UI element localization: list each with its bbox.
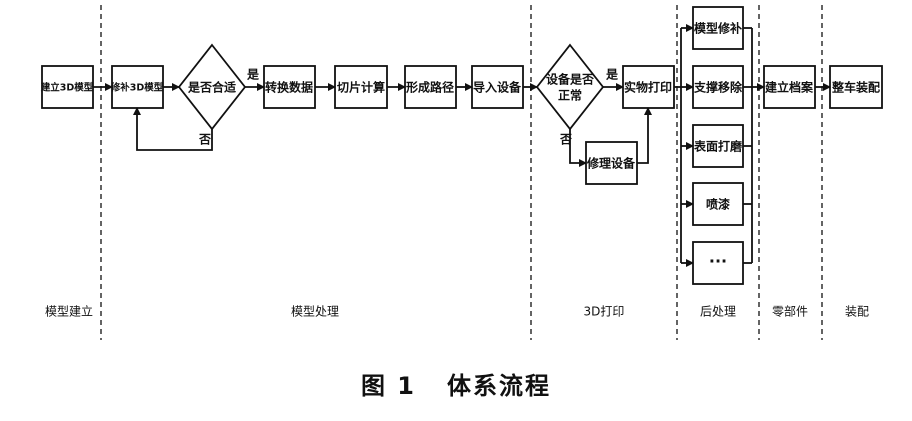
label-spray-paint: 喷漆 (706, 197, 730, 212)
node-slice-compute (334, 65, 388, 109)
label-import-device: 导入设备 (473, 80, 522, 95)
edge-label-no-1: 否 (198, 133, 211, 147)
stage-model-process: 模型处理 (291, 305, 339, 319)
edge-label-yes-1: 是 (246, 68, 260, 82)
label-slice-compute: 切片计算 (337, 80, 385, 95)
node-physical-print (622, 65, 675, 109)
node-model-trim (692, 6, 744, 50)
stage-printing: 3D打印 (584, 305, 625, 319)
label-model-trim: 模型修补 (694, 21, 742, 36)
label-model-build: 建立3D模型 (40, 82, 94, 94)
label-support-remove: 支撑移除 (693, 80, 743, 95)
label-archive: 建立档案 (764, 80, 814, 95)
flowchart: 建立3D模型 修补3D模型 是否合适 转换数据 切片计算 形成路径 导入设备 设… (40, 5, 883, 340)
stage-model-build: 模型建立 (45, 304, 93, 319)
edge-check-no (133, 107, 213, 151)
stage-assembly: 装配 (845, 305, 869, 319)
label-convert-data: 转换数据 (265, 80, 313, 95)
label-device-check-2: 正常 (558, 88, 582, 103)
node-surface-polish (692, 124, 744, 168)
node-vehicle-assembly (829, 65, 883, 109)
label-suitable-check: 是否合适 (187, 80, 236, 95)
node-repair-device (585, 141, 638, 185)
stage-post-process: 后处理 (700, 305, 736, 319)
label-surface-polish: 表面打磨 (693, 139, 742, 154)
figure-caption: 图 1 体系流程 (360, 372, 552, 400)
node-import-device (471, 65, 524, 109)
stage-parts: 零部件 (772, 304, 808, 319)
label-more: ··· (709, 252, 727, 271)
label-repair-device: 修理设备 (586, 156, 636, 171)
label-form-path: 形成路径 (406, 80, 454, 95)
edge-label-no-2: 否 (559, 133, 572, 147)
node-support-remove (692, 65, 744, 109)
label-device-check-1: 设备是否 (546, 72, 594, 87)
label-repair-model: 修补3D模型 (110, 82, 164, 94)
node-device-check (535, 43, 605, 131)
label-vehicle-assembly: 整车装配 (831, 80, 880, 95)
label-physical-print: 实物打印 (624, 80, 672, 95)
node-spray-paint (692, 182, 744, 226)
node-model-build (41, 65, 94, 109)
edge-label-yes-2: 是 (605, 68, 619, 82)
edge-repair-to-print (637, 107, 652, 164)
edge-devcheck-no (569, 129, 587, 167)
